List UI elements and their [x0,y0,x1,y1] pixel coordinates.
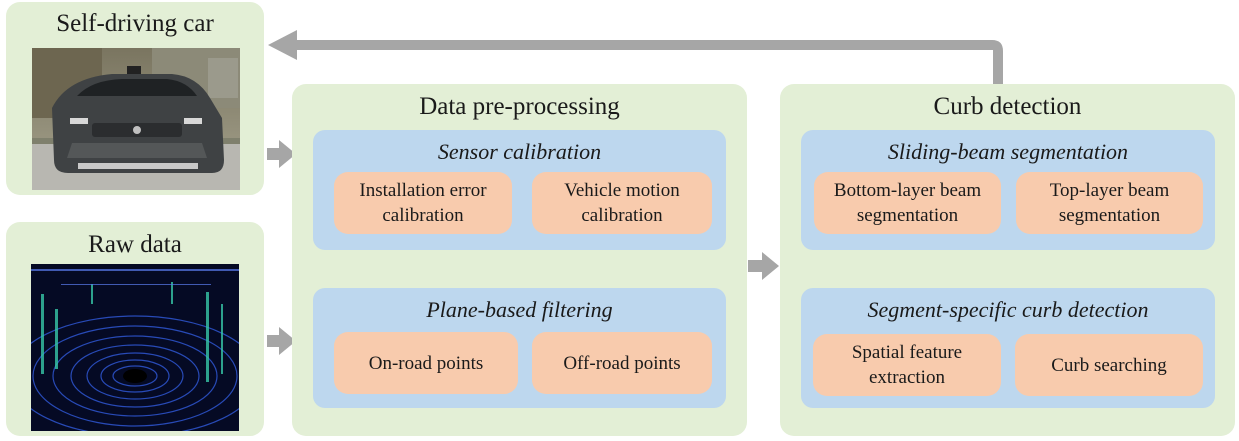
lidar-point-cloud-image [31,264,239,431]
off-road-points-box: Off-road points [532,332,712,394]
sliding-beam-segmentation-title: Sliding-beam segmentation [887,139,1129,164]
self-driving-car-panel: Self-driving car [6,2,264,195]
data-preprocessing-panel: Data pre-processing Sensor calibration I… [292,84,747,436]
sensor-calibration-title: Sensor calibration [437,139,602,164]
on-road-points-box: On-road points [334,332,518,394]
plane-based-filtering-title: Plane-based filtering [426,297,613,322]
vehicle-motion-calibration-box: Vehicle motion calibration [532,172,712,234]
spatial-feature-extraction-box: Spatial feature extraction [813,334,1001,396]
segment-specific-curb-detection-group: Segment-specific curb detection Spatial … [801,288,1215,408]
bottom-layer-beam-segmentation-box: Bottom-layer beam segmentation [814,172,1001,234]
curb-detection-panel: Curb detection Sliding-beam segmentation… [780,84,1235,436]
data-preprocessing-title: Data pre-processing [419,93,620,120]
self-driving-car-title: Self-driving car [56,10,214,37]
raw-data-title: Raw data [88,231,182,258]
rawdata-to-preprocessing-arrow [267,327,296,355]
curb-searching-box: Curb searching [1015,334,1203,396]
car-photo [32,48,240,190]
sensor-calibration-group: Sensor calibration Installation error ca… [313,130,726,250]
segment-specific-curb-detection-title: Segment-specific curb detection [867,297,1149,322]
feedback-arrow [268,30,1003,84]
sliding-beam-segmentation-group: Sliding-beam segmentation Bottom-layer b… [801,130,1215,250]
preprocessing-to-curb-arrow [748,252,779,280]
plane-based-filtering-group: Plane-based filtering On-road points Off… [313,288,726,408]
curb-detection-title: Curb detection [933,93,1082,120]
top-layer-beam-segmentation-box: Top-layer beam segmentation [1016,172,1203,234]
raw-data-panel: Raw data [6,222,264,436]
car-to-preprocessing-arrow [267,140,296,168]
installation-error-calibration-box: Installation error calibration [334,172,512,234]
